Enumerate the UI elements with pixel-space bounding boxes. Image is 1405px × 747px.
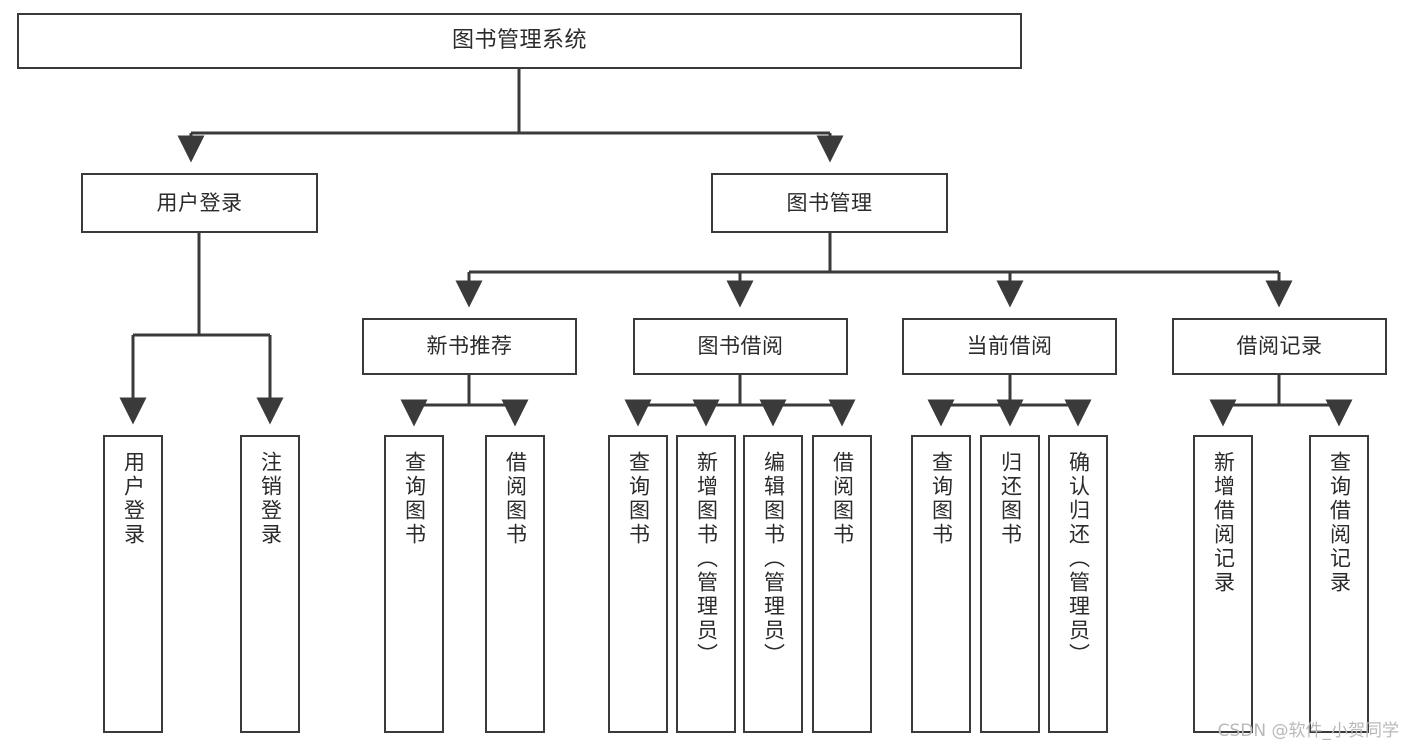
leaf-return-book[interactable]: 归还图书 bbox=[980, 435, 1040, 733]
node-borrow-record[interactable]: 借阅记录 bbox=[1172, 318, 1387, 375]
node-current-borrow[interactable]: 当前借阅 bbox=[902, 318, 1117, 375]
node-label: 借阅图书 bbox=[503, 451, 528, 547]
node-label: 图书管理系统 bbox=[451, 28, 587, 54]
node-label: 归还图书 bbox=[998, 451, 1023, 547]
leaf-confirm-return[interactable]: 确认归还（管理员） bbox=[1048, 435, 1108, 733]
watermark: CSDN @软件_小贺同学 bbox=[1217, 721, 1399, 741]
leaf-borrow-book[interactable]: 借阅图书 bbox=[812, 435, 872, 733]
leaf-query-book-recommend[interactable]: 查询图书 bbox=[384, 435, 444, 733]
leaf-query-book-borrow[interactable]: 查询图书 bbox=[608, 435, 668, 733]
node-label: 查询借阅记录 bbox=[1327, 451, 1352, 595]
leaf-borrow-book-recommend[interactable]: 借阅图书 bbox=[485, 435, 545, 733]
node-label: 图书借阅 bbox=[697, 334, 784, 359]
node-label: 借阅记录 bbox=[1236, 334, 1323, 359]
node-label: 编辑图书（管理员） bbox=[761, 451, 786, 667]
node-label: 当前借阅 bbox=[966, 334, 1053, 359]
node-label: 用户登录 bbox=[156, 190, 243, 215]
node-label: 查询图书 bbox=[402, 451, 427, 547]
node-user-login[interactable]: 用户登录 bbox=[81, 173, 318, 233]
leaf-add-book[interactable]: 新增图书（管理员） bbox=[676, 435, 736, 733]
node-label: 用户登录 bbox=[121, 451, 146, 547]
node-label: 新增借阅记录 bbox=[1211, 451, 1236, 595]
node-book-manage[interactable]: 图书管理 bbox=[711, 173, 948, 233]
leaf-add-borrow-record[interactable]: 新增借阅记录 bbox=[1193, 435, 1253, 733]
leaf-logout[interactable]: 注销登录 bbox=[240, 435, 300, 733]
leaf-user-login[interactable]: 用户登录 bbox=[103, 435, 163, 733]
node-new-book-recommend[interactable]: 新书推荐 bbox=[362, 318, 577, 375]
leaf-query-book-current[interactable]: 查询图书 bbox=[911, 435, 971, 733]
node-label: 借阅图书 bbox=[830, 451, 855, 547]
node-book-management-system[interactable]: 图书管理系统 bbox=[17, 13, 1022, 69]
node-label: 图书管理 bbox=[786, 190, 873, 215]
leaf-query-borrow-record[interactable]: 查询借阅记录 bbox=[1309, 435, 1369, 733]
node-label: 查询图书 bbox=[929, 451, 954, 547]
node-book-borrow[interactable]: 图书借阅 bbox=[633, 318, 848, 375]
node-label: 新增图书（管理员） bbox=[694, 451, 719, 667]
node-label: 确认归还（管理员） bbox=[1066, 451, 1091, 667]
node-label: 查询图书 bbox=[626, 451, 651, 547]
node-label: 新书推荐 bbox=[426, 334, 513, 359]
node-label: 注销登录 bbox=[258, 451, 283, 547]
leaf-edit-book[interactable]: 编辑图书（管理员） bbox=[743, 435, 803, 733]
